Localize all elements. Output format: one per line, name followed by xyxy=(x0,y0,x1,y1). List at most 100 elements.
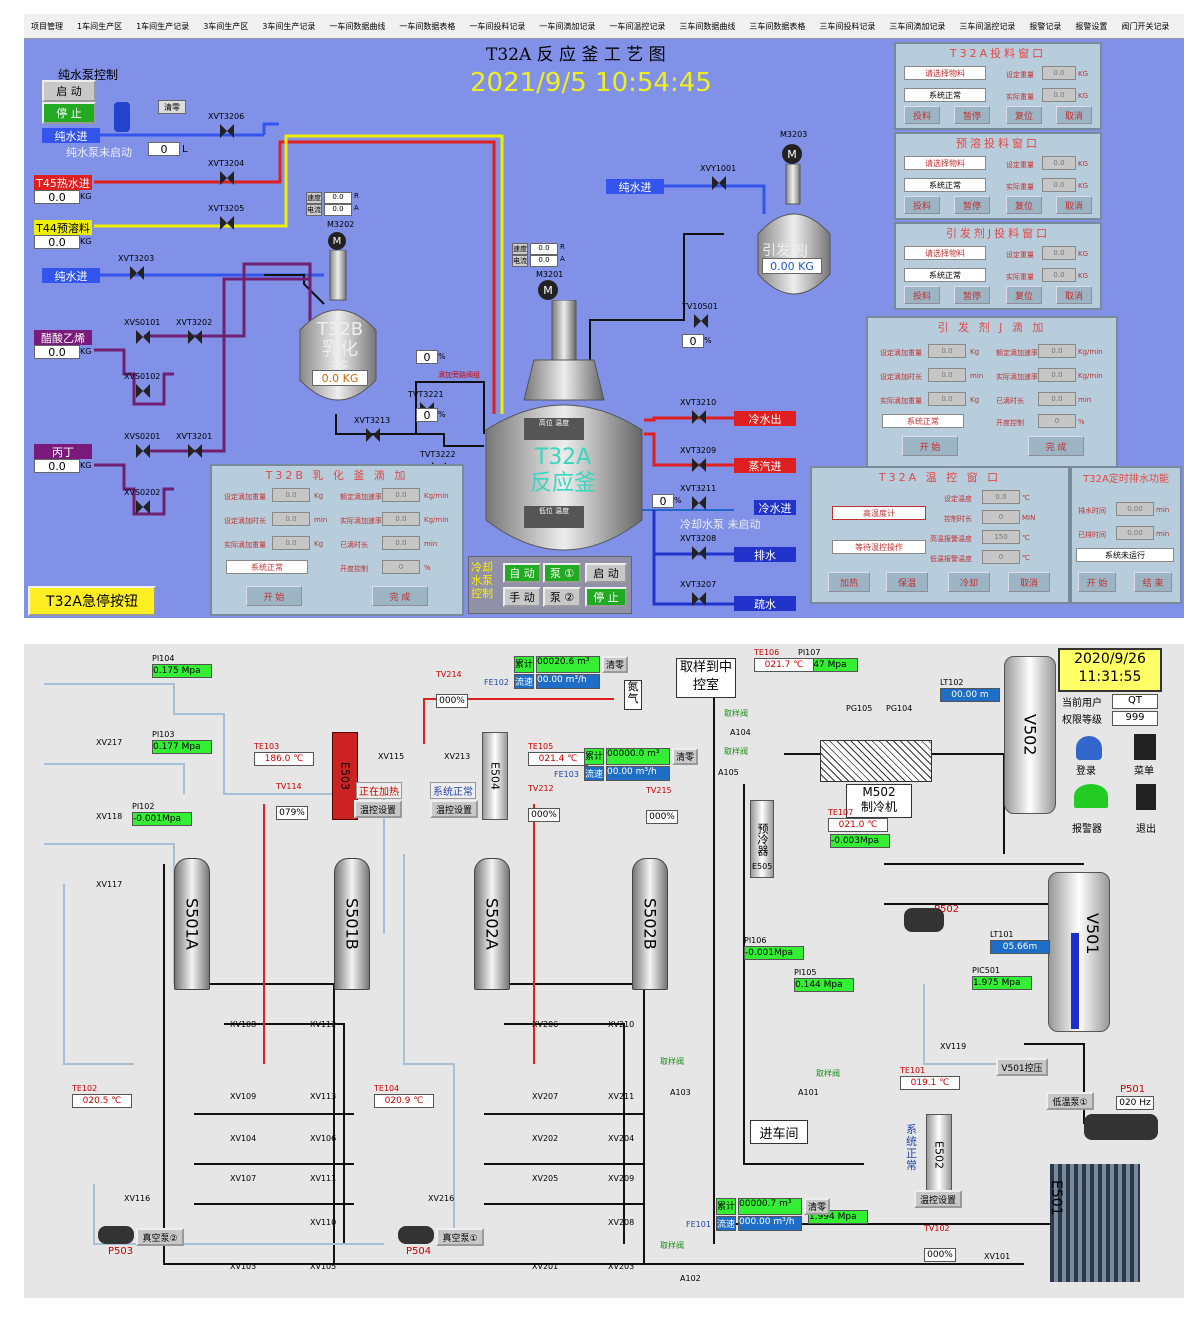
e503-temp-setting-button[interactable]: 温控设置 xyxy=(354,800,402,818)
set-weight-value[interactable]: 0.0 xyxy=(1042,246,1076,260)
p501-pump-icon[interactable] xyxy=(1084,1114,1158,1140)
clear-button[interactable]: 清零 xyxy=(158,100,186,114)
drip-j-v1[interactable]: 0.0 xyxy=(928,344,966,358)
e504-temp-setting-button[interactable]: 温控设置 xyxy=(430,800,478,818)
menu-item[interactable]: 三车间数据曲线 xyxy=(679,21,736,31)
low-temp-pump-button[interactable]: 低温泵① xyxy=(1046,1092,1094,1110)
set-weight-value[interactable]: 0.0 xyxy=(1042,66,1076,80)
valve-icon[interactable] xyxy=(136,330,150,344)
material-select[interactable]: 请选择物料 xyxy=(904,246,986,260)
valve-icon[interactable] xyxy=(136,444,150,458)
drip-j-done-button[interactable]: 完 成 xyxy=(1028,436,1084,456)
menu-item[interactable]: 三车间投料记录 xyxy=(819,21,876,31)
drip-j-start-button[interactable]: 开 始 xyxy=(902,436,958,456)
menu-icon[interactable] xyxy=(1134,734,1156,760)
pump1-button[interactable]: 泵 ① xyxy=(543,563,581,583)
pause-button[interactable]: 暂停 xyxy=(954,196,990,214)
feed-button[interactable]: 投料 xyxy=(904,196,940,214)
drain-stop-button[interactable]: 结 束 xyxy=(1134,572,1172,592)
valve-icon[interactable] xyxy=(692,410,706,424)
drain-start-button[interactable]: 开 始 xyxy=(1078,572,1116,592)
cancel-button[interactable]: 取消 xyxy=(1056,196,1092,214)
menu-item[interactable]: 阀门开关记录 xyxy=(1121,21,1170,31)
menu-item[interactable]: 一车间数据表格 xyxy=(399,21,456,31)
valve-icon[interactable] xyxy=(692,458,706,472)
valve-icon[interactable] xyxy=(694,314,708,328)
drip-b-v1[interactable]: 0.0 xyxy=(272,488,310,502)
drain-v1[interactable]: 0.00 xyxy=(1116,502,1154,516)
exit-icon[interactable] xyxy=(1136,784,1156,810)
menu-item[interactable]: 项目管理 xyxy=(31,21,63,31)
valve-icon[interactable] xyxy=(136,500,150,514)
valve-icon[interactable] xyxy=(220,171,234,185)
drip-b-rv4[interactable]: 0 xyxy=(382,560,420,574)
motor-m3202-icon[interactable]: M xyxy=(328,232,346,250)
valve-icon[interactable] xyxy=(692,496,706,510)
temp-v2[interactable]: 0 xyxy=(982,510,1020,524)
drip-b-v2[interactable]: 0.0 xyxy=(272,512,310,526)
valve-icon[interactable] xyxy=(692,592,706,606)
temp-high-meter[interactable]: 高温度计 xyxy=(832,506,926,520)
emergency-stop-button[interactable]: T32A急停按钮 xyxy=(28,586,156,616)
feed-button[interactable]: 投料 xyxy=(904,106,940,124)
clear-total-button[interactable]: 清零 xyxy=(804,1198,831,1215)
manual-button[interactable]: 手 动 xyxy=(503,587,541,607)
clear-total-button[interactable]: 清零 xyxy=(672,748,699,765)
menu-item[interactable]: 一车间投料记录 xyxy=(469,21,526,31)
drip-b-done-button[interactable]: 完 成 xyxy=(372,586,428,606)
reset-button[interactable]: 复位 xyxy=(1006,106,1042,124)
temp-v4[interactable]: 0 xyxy=(982,550,1020,564)
valve-icon[interactable] xyxy=(712,176,726,190)
hold-button[interactable]: 保温 xyxy=(886,572,928,592)
alarm-icon[interactable] xyxy=(1074,784,1108,808)
menu-item[interactable]: 三车间温控记录 xyxy=(959,21,1016,31)
menu-item[interactable]: 一车间数据曲线 xyxy=(329,21,386,31)
reset-button[interactable]: 复位 xyxy=(1006,286,1042,304)
motor-m3203-icon[interactable]: M xyxy=(782,144,802,164)
material-select[interactable]: 请选择物料 xyxy=(904,156,986,170)
auto-button[interactable]: 自 动 xyxy=(503,563,541,583)
temp-v3[interactable]: 150 xyxy=(982,530,1020,544)
menu-item[interactable]: 报警记录 xyxy=(1029,21,1062,31)
menu-item[interactable]: 3车间生产记录 xyxy=(262,21,316,31)
heat-button[interactable]: 加热 xyxy=(828,572,870,592)
cooling-stop-button[interactable]: 停 止 xyxy=(585,587,627,607)
cool-button[interactable]: 冷却 xyxy=(948,572,990,592)
v501-pressure-control-button[interactable]: V501控压 xyxy=(996,1058,1048,1076)
valve-icon[interactable] xyxy=(188,444,202,458)
p502-pump-icon[interactable] xyxy=(904,908,944,932)
menu-item[interactable]: 1车间生产记录 xyxy=(136,21,190,31)
cancel-button[interactable]: 取消 xyxy=(1056,106,1092,124)
valve-icon[interactable] xyxy=(220,216,234,230)
drip-b-start-button[interactable]: 开 始 xyxy=(246,586,302,606)
valve-icon[interactable] xyxy=(692,546,706,560)
valve-icon[interactable] xyxy=(188,330,202,344)
p504-pump-icon[interactable] xyxy=(398,1226,434,1244)
menu-item[interactable]: 一车间滴加记录 xyxy=(539,21,596,31)
motor-m3201-icon[interactable]: M xyxy=(538,280,558,300)
valve-icon[interactable] xyxy=(130,266,144,280)
clear-total-button[interactable]: 清零 xyxy=(602,656,629,673)
drip-j-rv4[interactable]: 0 xyxy=(1038,414,1076,428)
reset-button[interactable]: 复位 xyxy=(1006,196,1042,214)
pump2-button[interactable]: 泵 ② xyxy=(543,587,581,607)
pause-button[interactable]: 暂停 xyxy=(954,286,990,304)
menu-item[interactable]: 一车间温控记录 xyxy=(609,21,666,31)
menu-item[interactable]: 1车间生产区 xyxy=(77,21,123,31)
set-weight-value[interactable]: 0.0 xyxy=(1042,156,1076,170)
drip-j-v2[interactable]: 0.0 xyxy=(928,368,966,382)
menu-item[interactable]: 三车间数据表格 xyxy=(749,21,806,31)
pump-stop-button[interactable]: 停 止 xyxy=(42,102,96,124)
login-icon[interactable] xyxy=(1076,736,1102,760)
valve-icon[interactable] xyxy=(136,384,150,398)
vacuum-pump-1-button[interactable]: 真空泵① xyxy=(436,1228,484,1246)
pump-start-button[interactable]: 启 动 xyxy=(42,80,96,102)
menu-item[interactable]: 三车间滴加记录 xyxy=(889,21,946,31)
temp-cancel-button[interactable]: 取消 xyxy=(1008,572,1050,592)
menu-item[interactable]: 3车间生产区 xyxy=(203,21,249,31)
valve-icon[interactable] xyxy=(366,428,380,442)
valve-icon[interactable] xyxy=(220,124,234,138)
material-select[interactable]: 请选择物料 xyxy=(904,66,986,80)
feed-button[interactable]: 投料 xyxy=(904,286,940,304)
p503-pump-icon[interactable] xyxy=(98,1226,134,1244)
